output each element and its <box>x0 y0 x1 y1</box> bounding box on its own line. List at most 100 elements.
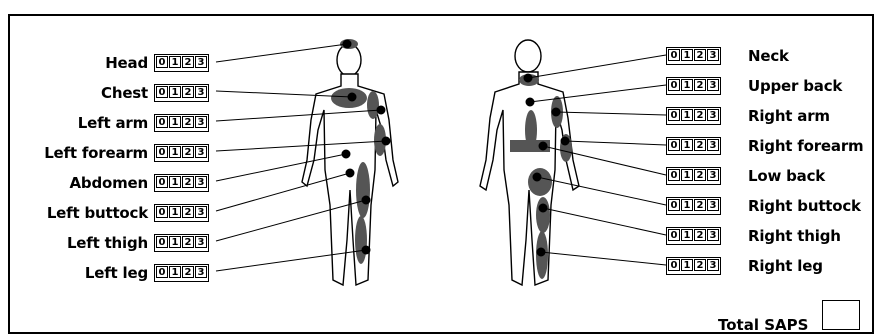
scale-option[interactable]: 3 <box>707 49 719 61</box>
dot-abdomen <box>342 150 350 158</box>
scale-option[interactable]: 0 <box>156 116 168 128</box>
scale-option[interactable]: 3 <box>195 116 207 128</box>
label-right-leg: Right leg <box>748 257 823 275</box>
label-abdomen: Abdomen <box>0 174 148 192</box>
scale-option[interactable]: 1 <box>169 116 181 128</box>
scale-option[interactable]: 0 <box>156 56 168 68</box>
dot-left-thigh <box>362 196 370 204</box>
scale-option[interactable]: 1 <box>681 199 693 211</box>
scale-option[interactable]: 1 <box>681 169 693 181</box>
scale-option[interactable]: 0 <box>668 259 680 271</box>
scale-option[interactable]: 3 <box>195 206 207 218</box>
scale-option[interactable]: 1 <box>169 146 181 158</box>
scale-option[interactable]: 0 <box>156 86 168 98</box>
dot-left-forearm <box>382 137 390 145</box>
scale-option[interactable]: 3 <box>707 259 719 271</box>
scale-option[interactable]: 2 <box>182 176 194 188</box>
shade-left-arm <box>367 91 379 119</box>
shade-right-thigh <box>536 197 550 233</box>
scale-option[interactable]: 0 <box>668 229 680 241</box>
scale-option[interactable]: 0 <box>668 169 680 181</box>
scale-option[interactable]: 2 <box>694 79 706 91</box>
scale-option[interactable]: 1 <box>681 79 693 91</box>
label-right-thigh: Right thigh <box>748 227 841 245</box>
scale-option[interactable]: 2 <box>182 146 194 158</box>
label-left-buttock: Left buttock <box>0 204 148 222</box>
total-saps-box[interactable] <box>822 300 860 330</box>
scale-option[interactable]: 0 <box>156 176 168 188</box>
label-right-arm: Right arm <box>748 107 830 125</box>
scale-option[interactable]: 1 <box>169 236 181 248</box>
front-body-figure <box>302 44 398 285</box>
leader-right-arm <box>556 112 666 115</box>
scale-option[interactable]: 3 <box>707 109 719 121</box>
scale-option[interactable]: 3 <box>707 199 719 211</box>
scale-option[interactable]: 2 <box>694 229 706 241</box>
label-neck: Neck <box>748 47 789 65</box>
scale-option[interactable]: 2 <box>182 236 194 248</box>
scale-option[interactable]: 2 <box>694 199 706 211</box>
scale-option[interactable]: 2 <box>694 49 706 61</box>
scale-option[interactable]: 3 <box>707 139 719 151</box>
scale-option[interactable]: 3 <box>707 229 719 241</box>
scale-option[interactable]: 0 <box>668 79 680 91</box>
scale-option[interactable]: 0 <box>668 139 680 151</box>
scale-option[interactable]: 0 <box>156 236 168 248</box>
scale-option[interactable]: 2 <box>182 56 194 68</box>
scale-option[interactable]: 3 <box>195 236 207 248</box>
scale-option[interactable]: 0 <box>156 266 168 278</box>
scale-option[interactable]: 3 <box>195 146 207 158</box>
scale-option[interactable]: 2 <box>694 259 706 271</box>
scale-option[interactable]: 0 <box>668 109 680 121</box>
scale-option[interactable]: 3 <box>195 56 207 68</box>
shade-left-leg <box>355 216 367 264</box>
scale-option[interactable]: 0 <box>668 199 680 211</box>
scale-option[interactable]: 2 <box>182 86 194 98</box>
scale-option[interactable]: 0 <box>668 49 680 61</box>
scale-option[interactable]: 1 <box>681 139 693 151</box>
scale-option[interactable]: 3 <box>195 266 207 278</box>
scale-option[interactable]: 0 <box>156 146 168 158</box>
scale-option[interactable]: 1 <box>169 86 181 98</box>
leader-right-forearm <box>565 141 666 145</box>
scale-option[interactable]: 1 <box>169 266 181 278</box>
scale-option[interactable]: 1 <box>681 49 693 61</box>
scale-option[interactable]: 1 <box>169 176 181 188</box>
scale-option[interactable]: 2 <box>694 109 706 121</box>
scale-option[interactable]: 1 <box>169 206 181 218</box>
scale-option[interactable]: 1 <box>681 229 693 241</box>
label-right-buttock: Right buttock <box>748 197 861 215</box>
scale-option[interactable]: 3 <box>707 169 719 181</box>
scale-option[interactable]: 3 <box>707 79 719 91</box>
scale-option[interactable]: 2 <box>182 266 194 278</box>
scale-option[interactable]: 1 <box>169 56 181 68</box>
scale-option[interactable]: 2 <box>694 139 706 151</box>
scale-option[interactable]: 2 <box>182 116 194 128</box>
scale-option[interactable]: 0 <box>156 206 168 218</box>
dot-neck <box>524 74 532 82</box>
scale-option[interactable]: 1 <box>681 109 693 121</box>
scale-option[interactable]: 2 <box>694 169 706 181</box>
scale-option[interactable]: 2 <box>182 206 194 218</box>
back-head <box>515 40 541 72</box>
dot-left-leg <box>362 246 370 254</box>
scale-option[interactable]: 3 <box>195 86 207 98</box>
scale-option[interactable]: 3 <box>195 176 207 188</box>
scale-option[interactable]: 1 <box>681 259 693 271</box>
